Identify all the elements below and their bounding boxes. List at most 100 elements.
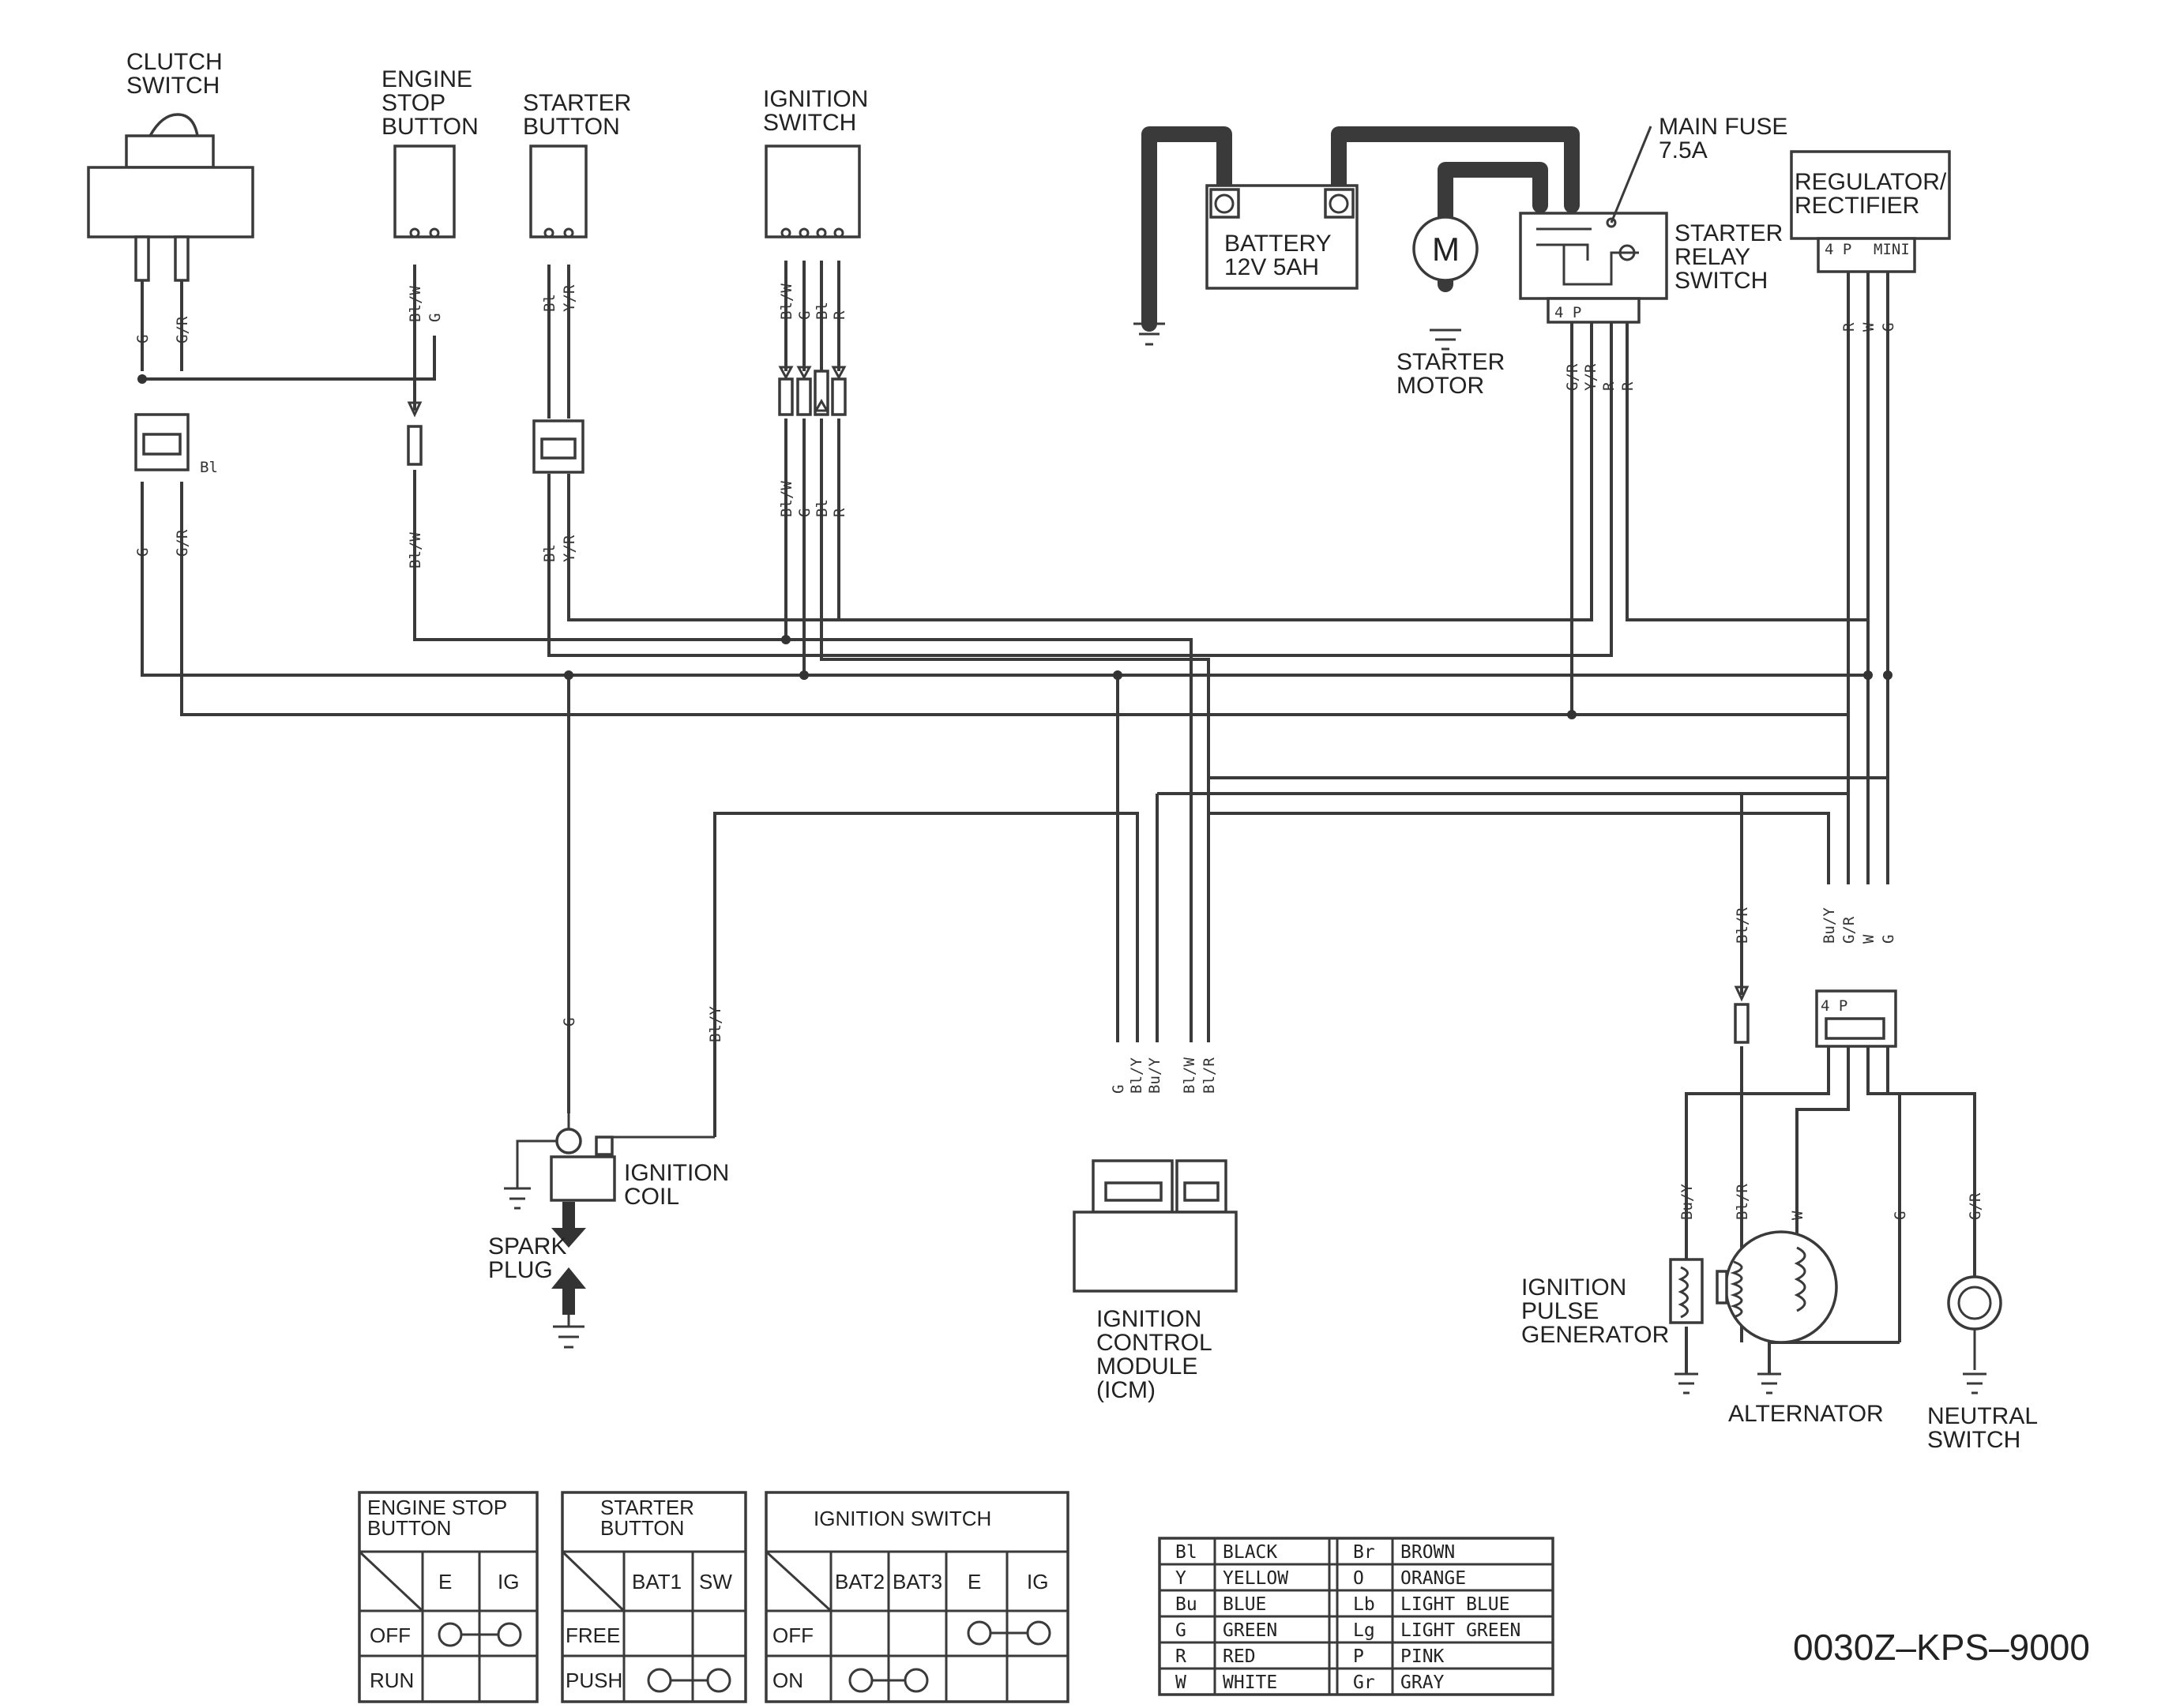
gen-bottom-wire: Bl/R <box>1734 1184 1751 1220</box>
junctions <box>137 374 1892 719</box>
color-abbrev: Gr <box>1353 1672 1375 1693</box>
regulator-label: REGULATOR/RECTIFIER <box>1795 169 1947 219</box>
estop-top-wire: G <box>427 313 444 322</box>
icm-wire: Bl/R <box>1201 1057 1218 1094</box>
clutch-top-wire: G/R <box>174 316 191 343</box>
motor-m-label: M <box>1432 231 1460 268</box>
alternator-label: ALTERNATOR <box>1728 1401 1884 1427</box>
icm-wire: Bl/Y <box>1128 1057 1145 1094</box>
relay-wire: Y/R <box>1582 363 1599 391</box>
color-abbrev: P <box>1353 1646 1364 1667</box>
gen-connector-wire: Bu/Y <box>1821 907 1838 944</box>
ignition-table: IGNITION SWITCH BAT2 BAT3 E IG OFF ON <box>765 1491 1069 1703</box>
color-abbrev: Lb <box>1353 1594 1375 1615</box>
starter-col-sw: SW <box>699 1570 732 1594</box>
regulator-wire: W <box>1860 322 1877 332</box>
regulator-connector-4p: 4 P <box>1825 241 1851 258</box>
color-abbrev: Lg <box>1353 1620 1375 1641</box>
ign-bottom-wire: Bl/W <box>778 481 795 517</box>
gen-bottom-wire: W <box>1789 1211 1806 1220</box>
color-name: RED <box>1223 1646 1256 1667</box>
color-name: BLUE <box>1223 1594 1266 1615</box>
clutch-bottom-wire: G <box>134 548 152 557</box>
color-abbrev: Bu <box>1175 1594 1197 1615</box>
starter-top-wire: Bl <box>541 294 558 312</box>
alternator: ALTERNATOR <box>1716 1230 1884 1427</box>
starter-col-bat1: BAT1 <box>632 1570 682 1594</box>
ign-top-wire: Bl <box>814 302 831 320</box>
icm-wire: G <box>1110 1085 1127 1094</box>
starter-row-free: FREE <box>566 1624 620 1647</box>
color-abbrev: Y <box>1175 1568 1186 1589</box>
ign-bottom-wire: G <box>796 509 814 517</box>
ign-col-ig: IG <box>1027 1570 1048 1594</box>
color-name: PINK <box>1400 1646 1445 1667</box>
color-name: LIGHT BLUE <box>1400 1594 1509 1615</box>
color-abbrev: Br <box>1353 1542 1375 1563</box>
generator-connector: 4 P <box>1734 985 1897 1048</box>
estop-col-ig: IG <box>498 1570 519 1594</box>
gen-connector-wire: G <box>1880 935 1897 944</box>
regulator-connector-mini: MINI <box>1874 241 1910 258</box>
wires <box>141 261 1976 1374</box>
regulator-rectifier: REGULATOR/RECTIFIER 4 P MINI <box>1790 150 1951 273</box>
part-number: 0030Z–KPS–9000 <box>1793 1627 2090 1668</box>
ign-bottom-wire: Bl <box>814 499 831 517</box>
icm-wire: Bu/Y <box>1146 1057 1163 1094</box>
color-name: WHITE <box>1223 1672 1277 1693</box>
ignition-table-title: IGNITION SWITCH <box>814 1507 991 1530</box>
gen-bottom-wire: G/R <box>1967 1192 1984 1220</box>
ign-top-wire: R <box>831 310 848 320</box>
color-abbrev: R <box>1175 1646 1186 1667</box>
gen-bottom-wire: Bu/Y <box>1678 1184 1696 1220</box>
starter-bottom-wire: Y/R <box>561 535 578 562</box>
clutch-connector-label: Bl <box>200 459 218 476</box>
estop-top-wire: Bl/W <box>407 286 424 322</box>
gen-bottom-wire: G <box>1892 1211 1909 1220</box>
gen-blr-wire: Bl/R <box>1734 907 1751 944</box>
color-name: GREEN <box>1223 1620 1277 1641</box>
gen-connector-wire: G/R <box>1840 916 1858 944</box>
gen-connector-wire: W <box>1860 934 1877 944</box>
starter-bottom-wire: Bl <box>541 544 558 562</box>
gen-connector-label: 4 P <box>1821 997 1847 1015</box>
coil-g-wire: G <box>561 1018 578 1027</box>
color-name: BROWN <box>1400 1542 1455 1563</box>
ign-col-bat2: BAT2 <box>835 1570 885 1594</box>
estop-row-off: OFF <box>370 1624 411 1647</box>
estop-col-e: E <box>438 1570 452 1594</box>
regulator-wire: R <box>1840 322 1858 332</box>
color-name: ORANGE <box>1400 1568 1466 1589</box>
battery-cable <box>1331 126 1580 213</box>
color-abbrev: G <box>1175 1620 1186 1641</box>
battery-cable <box>1141 126 1232 332</box>
relay-wire: G/R <box>1564 363 1581 391</box>
relay-wire: R <box>1600 381 1618 391</box>
estop-row-run: RUN <box>370 1669 414 1692</box>
color-abbrev: W <box>1175 1672 1186 1693</box>
ign-top-wire: Bl/W <box>778 283 795 320</box>
ign-col-e: E <box>968 1570 981 1594</box>
